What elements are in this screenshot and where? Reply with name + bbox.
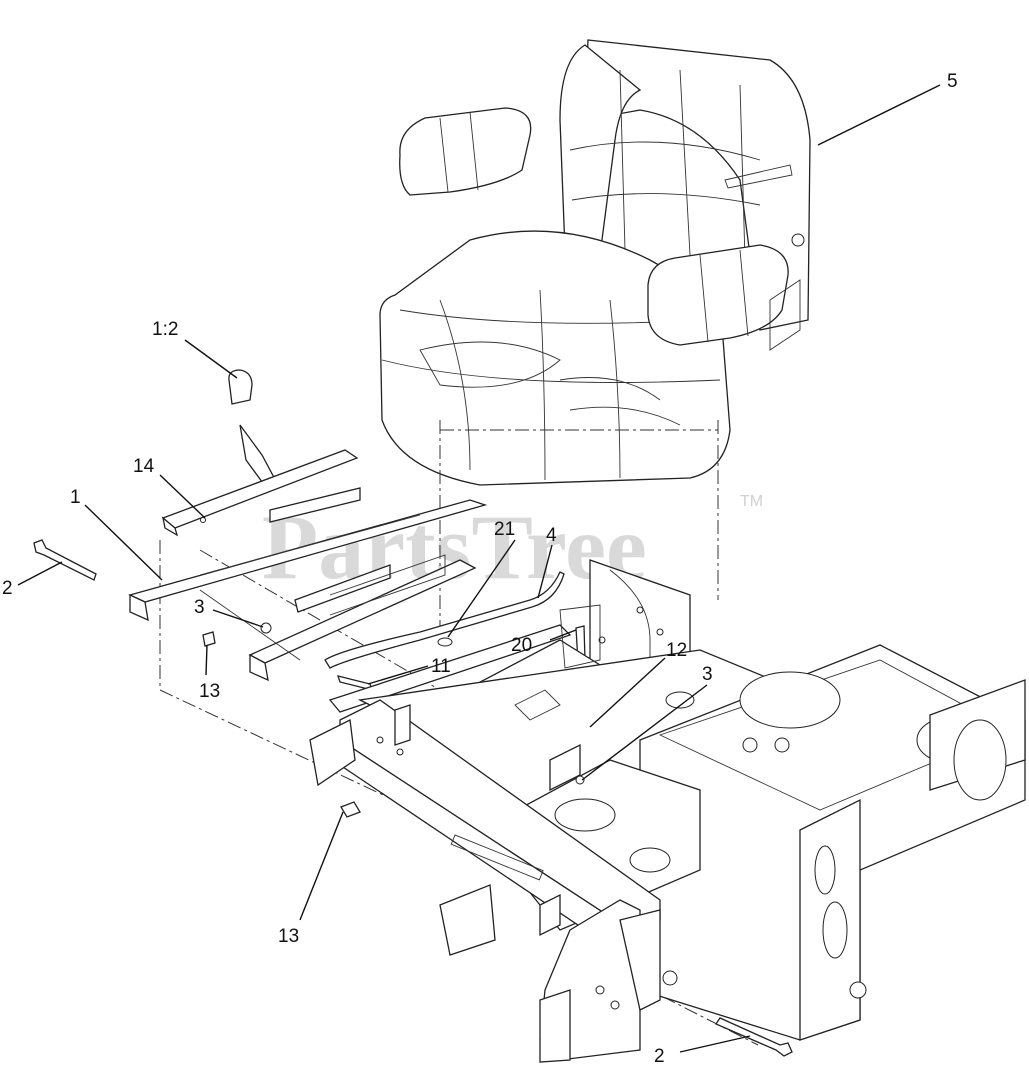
callout-2-left: 2: [2, 578, 13, 599]
callout-13-lower: 13: [278, 926, 299, 947]
seat-plate-assembly: [128, 369, 488, 682]
callout-1: 1: [70, 487, 81, 508]
rod-4: [324, 571, 565, 669]
callout-12: 12: [666, 640, 687, 661]
bolt-left: [33, 539, 97, 581]
callout-2-bottom: 2: [654, 1046, 665, 1067]
washer-21: [437, 637, 453, 647]
callout-5: 5: [947, 71, 958, 92]
callout-labels: 5 1:2 14 1 2 21 4 3 13 11 20 12 3 13 2: [2, 71, 958, 1067]
callout-13-upper: 13: [199, 681, 220, 702]
nut-13-upper: [202, 631, 216, 647]
mower-frame: [309, 559, 1026, 1063]
callout-11: 11: [431, 656, 451, 677]
leader-lines: [17, 84, 941, 1053]
callout-4: 4: [546, 525, 557, 546]
watermark-tm: TM: [740, 493, 763, 510]
callout-1-2: 1:2: [152, 319, 178, 340]
bolt-bottom: [715, 1017, 793, 1057]
callout-20: 20: [511, 635, 532, 656]
nut-13-lower: [340, 801, 361, 818]
callout-3-right: 3: [702, 664, 713, 685]
callout-21: 21: [494, 519, 515, 540]
nut-3-left: [260, 622, 272, 634]
callout-14: 14: [133, 456, 155, 477]
seat-assembly: [379, 39, 811, 486]
callout-3-left: 3: [194, 597, 205, 618]
